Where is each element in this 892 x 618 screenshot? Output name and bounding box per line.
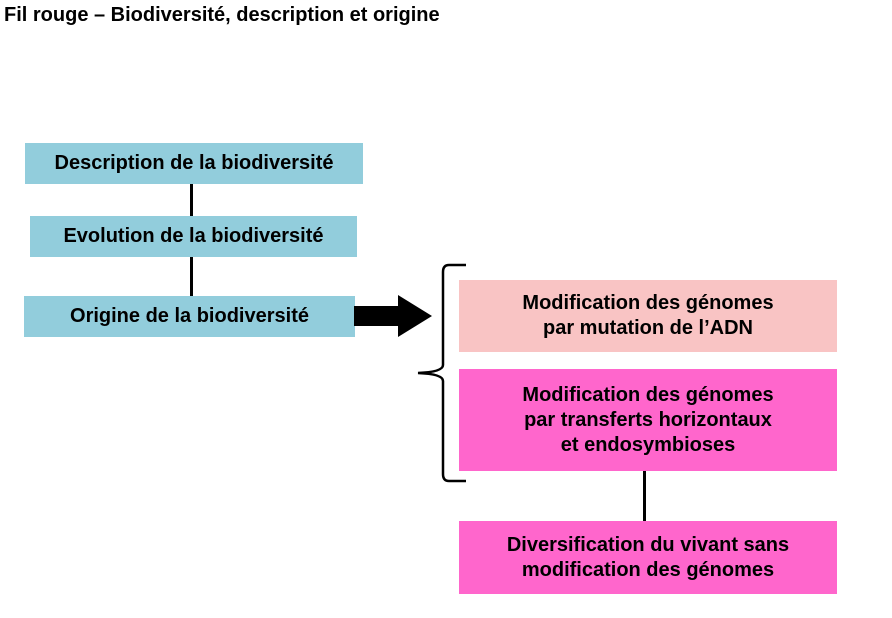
box-evolution-biodiversite: Evolution de la biodiversité: [30, 216, 357, 257]
box-origine-label: Origine de la biodiversité: [70, 305, 309, 327]
box-evolution-label: Evolution de la biodiversité: [63, 225, 324, 247]
box-transferts-horizontaux: Modification des génomes par transferts …: [459, 369, 837, 471]
box-transferts-label: Modification des génomes par transferts …: [522, 383, 774, 456]
arrow-right-icon: [354, 295, 432, 337]
box-description-biodiversite: Description de la biodiversité: [25, 143, 363, 184]
box-mutation-adn: Modification des génomes par mutation de…: [459, 280, 837, 352]
slide-title: Fil rouge – Biodiversité, description et…: [4, 4, 440, 26]
box-diversification-vivant: Diversification du vivant sans modificat…: [459, 521, 837, 594]
box-mutation-label: Modification des génomes par mutation de…: [522, 292, 774, 339]
box-origine-biodiversite: Origine de la biodiversité: [24, 296, 355, 337]
connector-evolution-origine: [190, 257, 193, 296]
connector-transferts-diversification: [643, 471, 646, 521]
connector-description-evolution: [190, 184, 193, 216]
box-description-label: Description de la biodiversité: [54, 152, 334, 174]
box-diversification-label: Diversification du vivant sans modificat…: [506, 533, 790, 581]
